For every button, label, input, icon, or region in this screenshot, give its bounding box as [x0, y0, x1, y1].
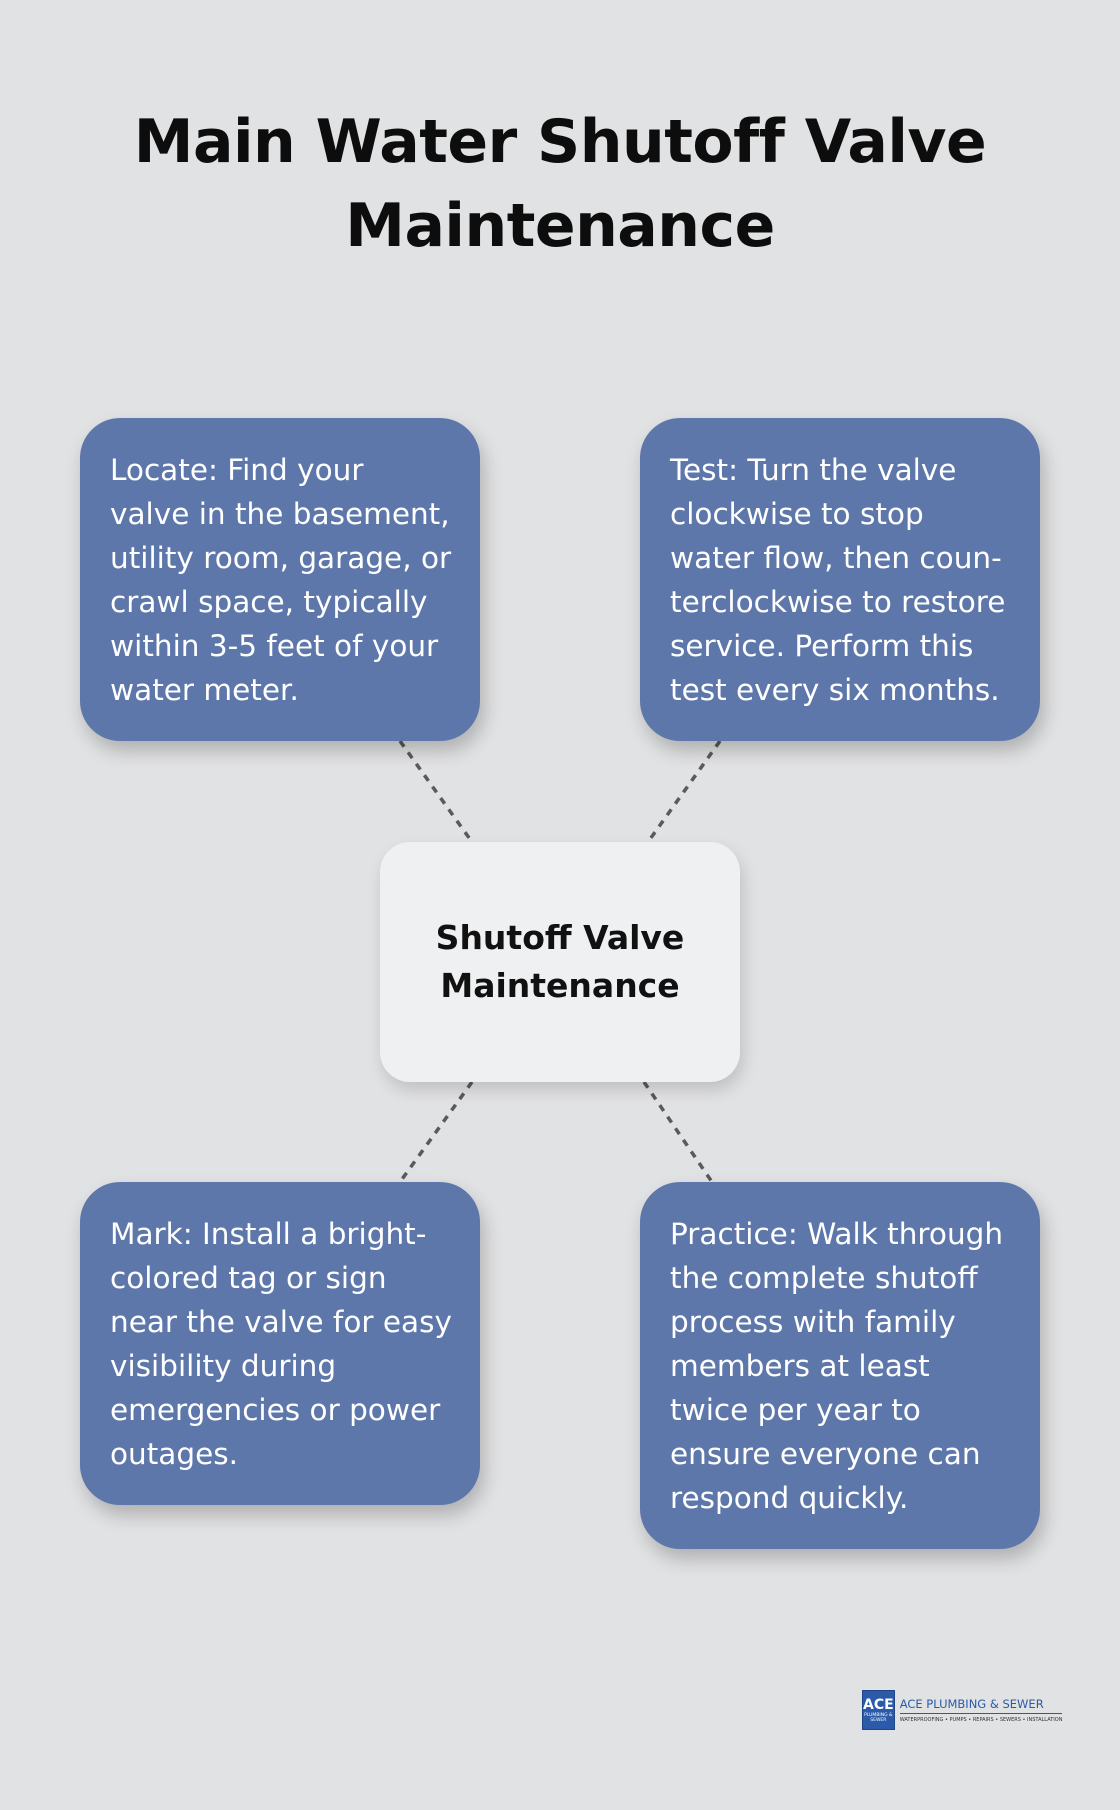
center-node-label: Shutoff Valve Maintenance — [435, 918, 685, 1005]
logo-text: ACE PLUMBING & SEWER WATERPROOFING • PUM… — [899, 1697, 1063, 1724]
logo-tagline: WATERPROOFING • PUMPS • REPAIRS • SEWERS… — [899, 1716, 1063, 1723]
logo-badge-text: ACE — [863, 1696, 894, 1713]
connector-top-right — [646, 739, 722, 844]
logo-company-name: ACE PLUMBING & SEWER — [899, 1697, 1063, 1714]
page-title: Main Water Shutoff Valve Maintenance — [133, 107, 987, 261]
logo-badge-subtext: PLUMBING & SEWER — [864, 1712, 893, 1723]
connector-bottom-left — [398, 1080, 474, 1184]
card-practice: Practice: Walk through the complete shut… — [640, 1182, 1040, 1549]
connector-top-left — [398, 739, 474, 844]
card-locate: Locate: Find your valve in the basement,… — [80, 418, 480, 741]
logo-badge: ACE PLUMBING & SEWER — [862, 1690, 895, 1730]
connector-bottom-right — [642, 1081, 714, 1183]
card-test: Test: Turn the valve clockwise to stop w… — [640, 418, 1040, 741]
card-mark: Mark: Install a bright-colored tag or si… — [80, 1182, 480, 1505]
brand-logo: ACE PLUMBING & SEWER ACE PLUMBING & SEWE… — [862, 1690, 1063, 1730]
center-node: Shutoff Valve Maintenance — [380, 842, 740, 1082]
